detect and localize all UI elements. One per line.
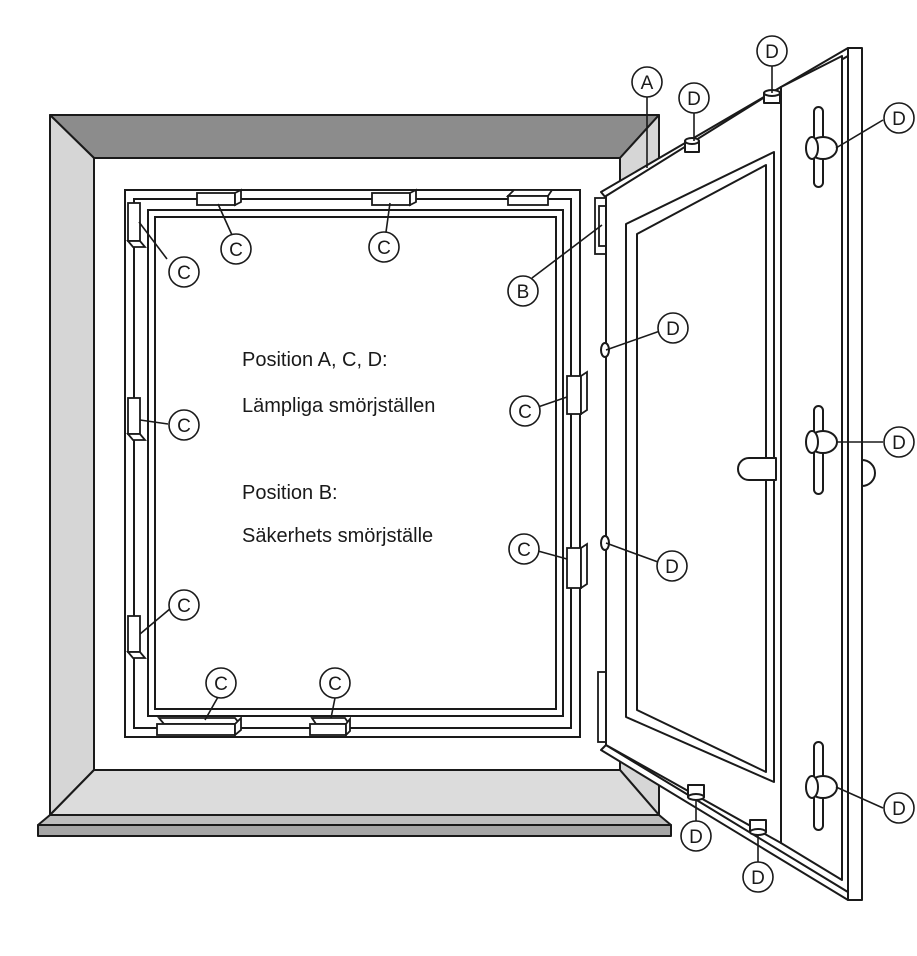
cam-3	[805, 775, 838, 799]
svg-text:C: C	[229, 240, 243, 261]
svg-text:A: A	[641, 73, 654, 94]
svg-text:C: C	[517, 540, 531, 561]
callout-d-side-2: D	[656, 550, 688, 582]
svg-text:C: C	[177, 416, 191, 437]
sash-side	[847, 47, 863, 901]
callout-d-top-2: D	[756, 35, 788, 67]
callout-d-right-3: D	[883, 792, 915, 824]
keeper-bottom-2	[309, 716, 351, 738]
svg-text:D: D	[892, 109, 906, 130]
callout-c-right-2: C	[508, 533, 540, 565]
svg-text:D: D	[765, 42, 779, 63]
frame-outer	[124, 189, 581, 738]
keeper-right-2	[566, 542, 588, 590]
svg-text:D: D	[892, 799, 906, 820]
callout-d-right-1: D	[883, 102, 915, 134]
frame-inner	[154, 216, 557, 710]
frame-rebate-1	[133, 198, 572, 729]
svg-text:D: D	[751, 868, 765, 889]
keeper-left-2	[126, 397, 147, 441]
callout-c-left-3: C	[168, 589, 200, 621]
callout-c-top-2: C	[368, 231, 400, 263]
outer-handle	[861, 459, 876, 487]
callout-d-bottom-1: D	[680, 820, 712, 852]
leader-lines	[138, 66, 884, 862]
callout-c-left-1: C	[168, 256, 200, 288]
sash-face-edge	[780, 55, 843, 881]
callout-c-bottom-1: C	[205, 667, 237, 699]
callout-d-side-1: D	[657, 312, 689, 344]
callout-d-bottom-2: D	[742, 861, 774, 893]
svg-text:D: D	[892, 433, 906, 454]
cam-side-2	[600, 535, 610, 551]
keeper-top-1	[196, 188, 242, 207]
svg-text:C: C	[328, 674, 342, 695]
callouts: C C C C C C C C C B A D D D D D D D D D	[168, 35, 915, 893]
keeper-top-3	[505, 189, 554, 206]
cam-bottom-2	[749, 819, 767, 836]
svg-text:D: D	[666, 319, 680, 340]
cam-2	[805, 430, 838, 454]
frame-rebate-2	[147, 209, 564, 717]
keeper-right-1	[566, 370, 588, 416]
sash-handle	[737, 457, 777, 481]
window-sill-top	[37, 814, 672, 826]
svg-text:D: D	[687, 89, 701, 110]
cam-bottom-1	[687, 784, 705, 801]
left-jamb	[49, 114, 95, 816]
keeper-top-2	[371, 188, 417, 207]
svg-text:C: C	[177, 596, 191, 617]
window-stool	[49, 769, 660, 816]
legend-line-1: Position A, C, D:	[242, 349, 388, 371]
callout-b: B	[507, 275, 539, 307]
legend-line-2: Lämpliga smörjställen	[242, 395, 435, 417]
window-head	[49, 114, 660, 159]
cam-top-2	[684, 137, 700, 153]
callout-c-right-1: C	[509, 395, 541, 427]
svg-text:D: D	[689, 827, 703, 848]
svg-text:C: C	[377, 238, 391, 259]
callout-d-top-1: D	[678, 82, 710, 114]
callout-a: A	[631, 66, 663, 98]
svg-text:C: C	[177, 263, 191, 284]
callout-c-bottom-2: C	[319, 667, 351, 699]
svg-text:B: B	[517, 282, 530, 303]
cam-side-1	[600, 342, 610, 358]
keeper-bottom-1	[156, 715, 242, 737]
callout-d-right-2: D	[883, 426, 915, 458]
cam-1	[805, 136, 838, 160]
open-sash	[600, 47, 876, 901]
fixed-frame	[124, 189, 581, 738]
callout-c-top-1: C	[220, 233, 252, 265]
legend-line-4: Säkerhets smörjställe	[242, 525, 433, 547]
frame-keepers	[126, 188, 588, 738]
legend-line-3: Position B:	[242, 482, 338, 504]
svg-text:C: C	[518, 402, 532, 423]
svg-text:D: D	[665, 557, 679, 578]
callout-c-left-2: C	[168, 409, 200, 441]
window-sill	[37, 824, 672, 837]
svg-text:C: C	[214, 674, 228, 695]
